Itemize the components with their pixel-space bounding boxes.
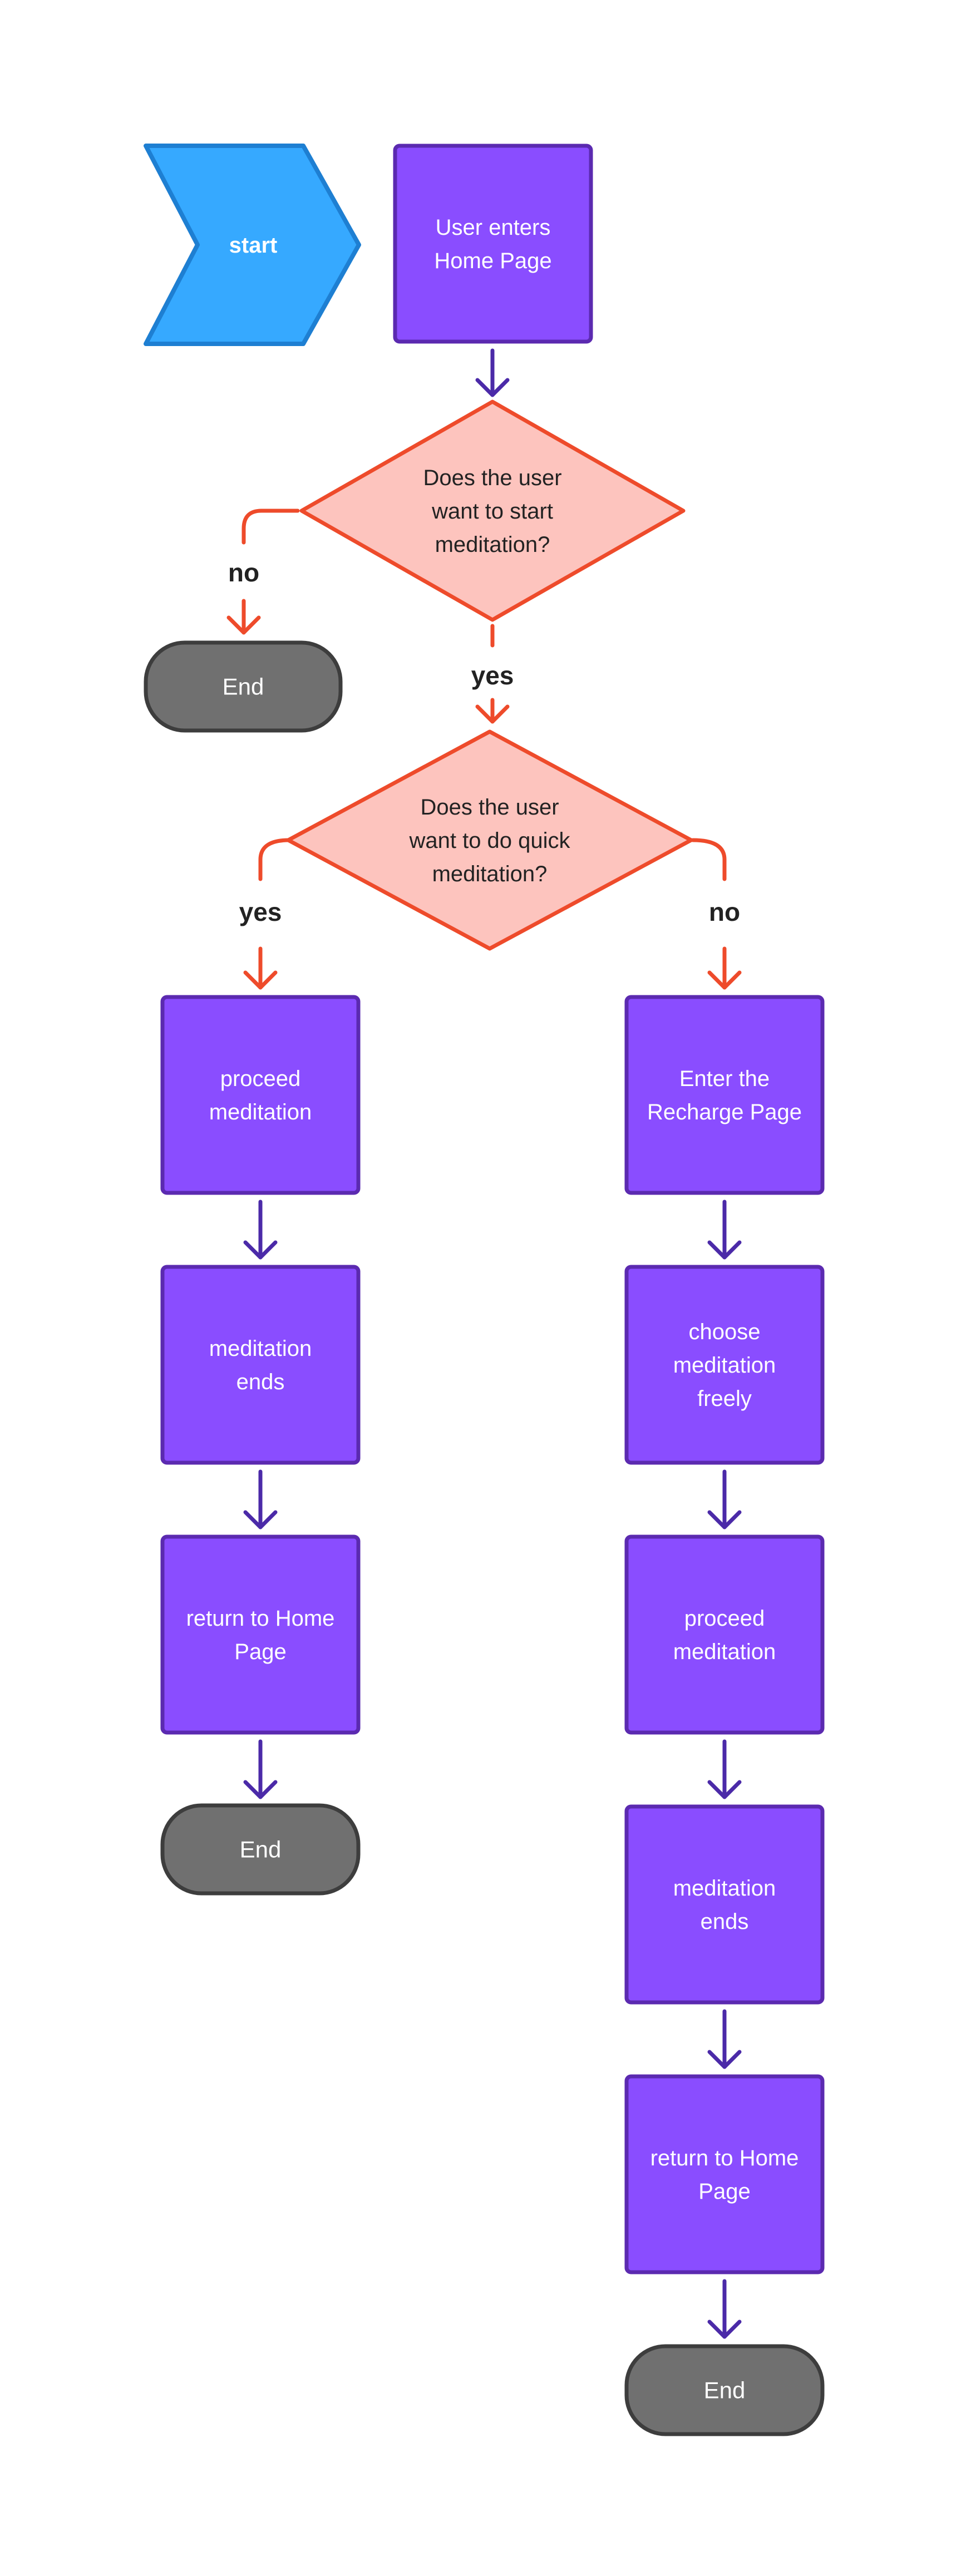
start-node: start — [144, 144, 361, 346]
right3-label: proceed meditation — [673, 1606, 776, 1664]
right5-label-line: return to Home — [650, 2146, 799, 2170]
decision1-label-line: meditation? — [435, 532, 550, 557]
decision1-label-line: Does the user — [423, 466, 561, 490]
decision-start-meditation: Does the user want to start meditation? — [299, 399, 686, 622]
arrow-decision1-no — [226, 509, 300, 635]
end2-label: End — [240, 1837, 282, 1863]
right1-label-line: Recharge Page — [647, 1100, 802, 1124]
right5-label-line: Page — [698, 2179, 750, 2204]
left1-label-line: meditation — [209, 1100, 312, 1124]
right3-label-line: proceed — [684, 1606, 765, 1631]
end3-label: End — [704, 2377, 746, 2404]
arrow-decision1-yes — [475, 624, 510, 724]
right2-label: choose meditation freely — [673, 1320, 776, 1411]
arrow-decision2-no — [691, 838, 742, 990]
arrow-decision2-yes — [243, 838, 292, 990]
left2-label: meditation ends — [209, 1336, 312, 1394]
end-node-2: End — [160, 1803, 361, 1896]
edge-label-decision1-no: no — [228, 558, 259, 587]
decision2-label: Does the user want to do quick meditation? — [408, 795, 570, 886]
process-proceed-meditation-left: proceed meditation — [160, 995, 361, 1195]
arrow-home-to-decision1 — [475, 348, 510, 397]
arrow-left3-to-end2 — [243, 1739, 278, 1799]
decision2-label-line: Does the user — [420, 795, 559, 820]
right2-label-line: meditation — [673, 1353, 776, 1378]
process-meditation-ends-left: meditation ends — [160, 1265, 361, 1465]
right2-label-line: choose — [689, 1320, 761, 1344]
left3-label-line: Page — [234, 1640, 286, 1664]
end2-label-line: End — [240, 1837, 282, 1863]
left2-label-line: meditation — [209, 1336, 312, 1361]
process-choose-meditation-freely: choose meditation freely — [624, 1265, 825, 1465]
left1-label: proceed meditation — [209, 1067, 312, 1124]
right4-label-line: ends — [701, 1909, 749, 1934]
end-node-3: End — [624, 2344, 825, 2436]
start-label: start — [229, 233, 278, 258]
edge-label-decision1-yes: yes — [471, 661, 514, 690]
decision2-label-line: meditation? — [432, 862, 548, 886]
arrow-left2-to-left3 — [243, 1469, 278, 1529]
process-meditation-ends-right: meditation ends — [624, 1804, 825, 2005]
end-node-1: End — [144, 640, 343, 733]
right4-label-line: meditation — [673, 1876, 776, 1901]
arrow-right2-to-right3 — [707, 1469, 742, 1529]
arrow-right5-to-end3 — [707, 2279, 742, 2339]
arrow-right1-to-right2 — [707, 1200, 742, 1260]
left2-label-line: ends — [236, 1370, 285, 1394]
arrow-right3-to-right4 — [707, 1739, 742, 1799]
home-label-line: User enters — [436, 215, 551, 240]
decision2-label-line: want to do quick — [408, 828, 570, 853]
edge-label-decision2-no: no — [709, 897, 740, 926]
right4-label: meditation ends — [673, 1876, 776, 1934]
arrow-right4-to-right5 — [707, 2009, 742, 2069]
left1-label-line: proceed — [220, 1067, 301, 1091]
right1-label-line: Enter the — [679, 1067, 770, 1091]
left3-label-line: return to Home — [186, 1606, 335, 1631]
right2-label-line: freely — [697, 1386, 752, 1411]
decision-quick-meditation: Does the user want to do quick meditation? — [286, 729, 693, 951]
end1-label: End — [223, 674, 264, 700]
decision1-label-line: want to start — [431, 499, 553, 524]
decision1-label: Does the user want to start meditation? — [423, 466, 561, 557]
right3-label-line: meditation — [673, 1640, 776, 1664]
end1-label-line: End — [223, 674, 264, 700]
start-label-line: start — [229, 233, 278, 258]
end3-label-line: End — [704, 2377, 746, 2404]
arrow-left1-to-left2 — [243, 1200, 278, 1260]
edge-label-decision2-yes: yes — [239, 897, 282, 926]
home-label-line: Home Page — [434, 249, 551, 273]
process-proceed-meditation-right: proceed meditation — [624, 1534, 825, 1735]
